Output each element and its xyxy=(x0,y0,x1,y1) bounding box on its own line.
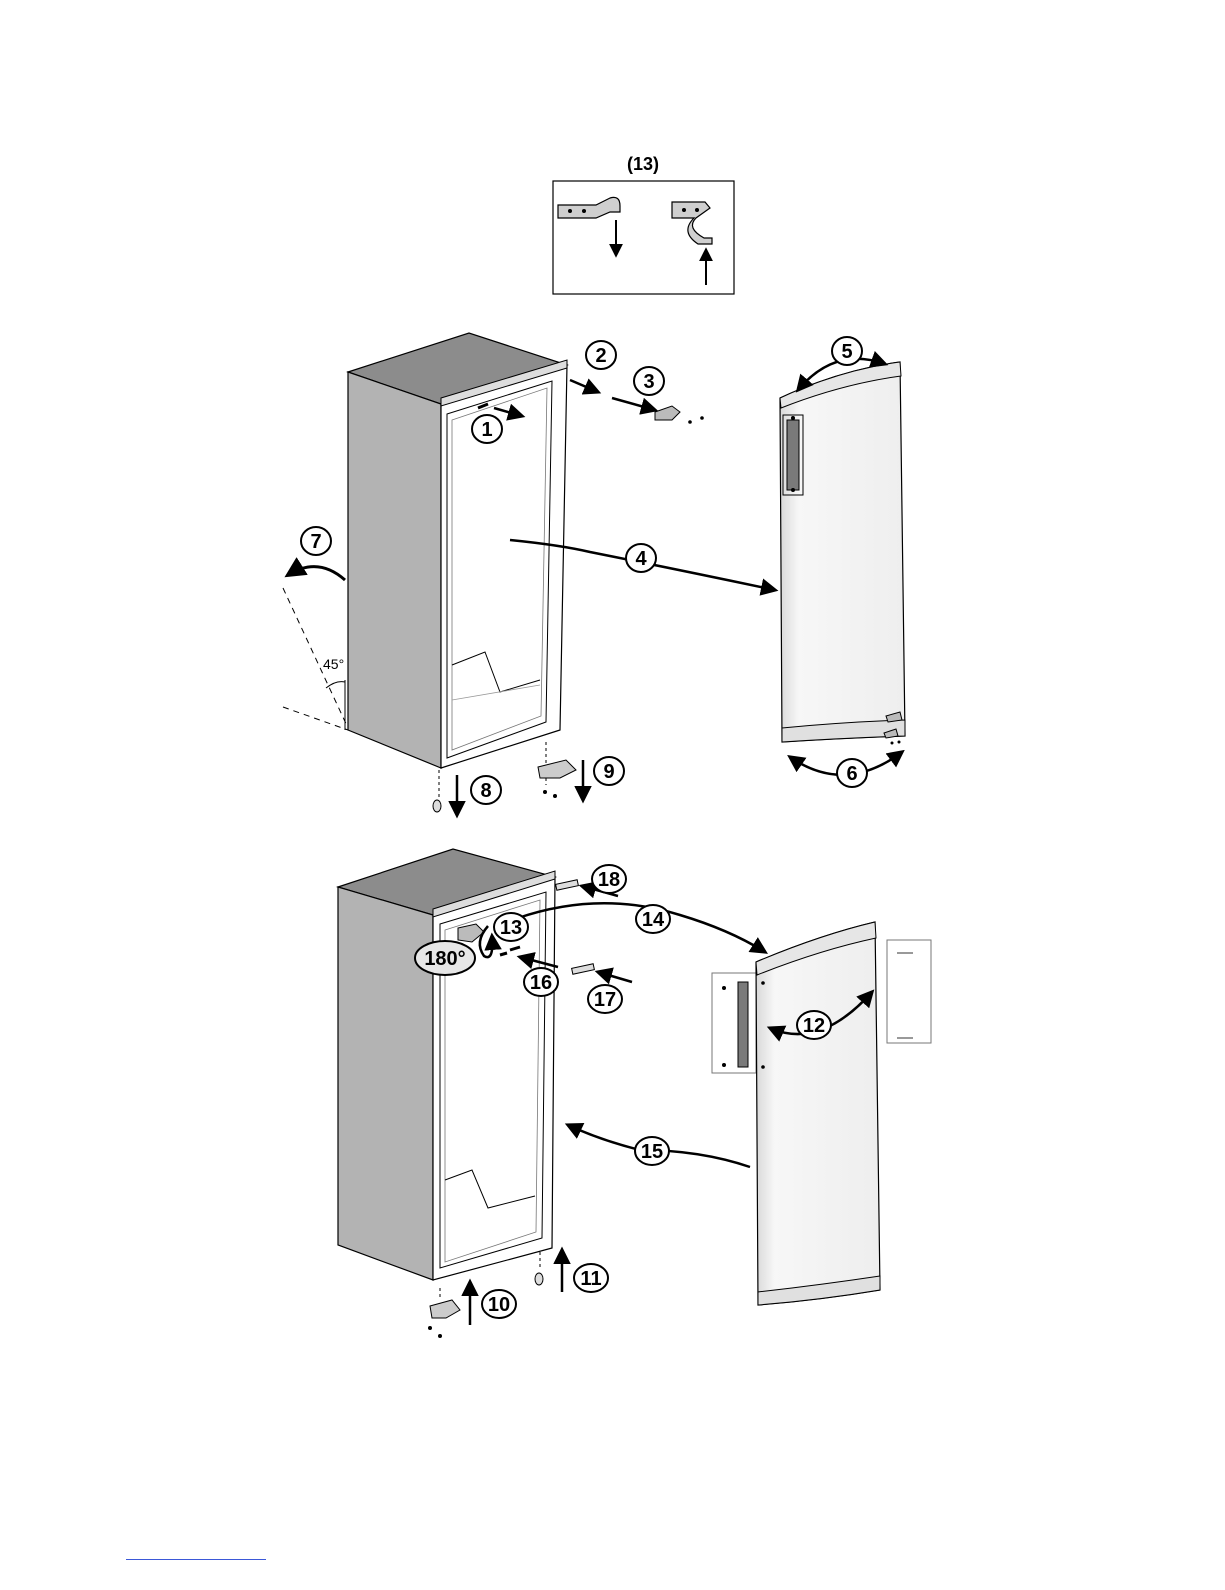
step-17-callout: 17 xyxy=(588,985,622,1013)
svg-text:5: 5 xyxy=(841,341,852,363)
door-front-view-2 xyxy=(756,922,880,1305)
svg-text:3: 3 xyxy=(643,371,654,393)
svg-text:14: 14 xyxy=(642,909,665,931)
front-foot-icon xyxy=(433,770,441,812)
svg-text:18: 18 xyxy=(598,869,620,891)
step-4-callout: 4 xyxy=(626,544,656,572)
handle-old-position xyxy=(712,973,756,1073)
svg-text:6: 6 xyxy=(846,763,857,785)
step-7-callout: 7 xyxy=(301,527,331,555)
svg-text:17: 17 xyxy=(594,989,616,1011)
door-front-view-1 xyxy=(780,362,905,745)
rotate-angle-callout: 180° xyxy=(415,941,475,975)
step-16-callout: 16 xyxy=(524,968,558,996)
hinge-cover-plug-1-icon xyxy=(556,880,579,890)
svg-text:1: 1 xyxy=(481,419,492,441)
step-12-callout: 12 xyxy=(797,1011,831,1039)
tilt-angle-label: 45° xyxy=(323,656,344,672)
svg-text:13: 13 xyxy=(500,917,522,939)
bottom-hinge-icon xyxy=(538,742,576,798)
footer-rule xyxy=(126,1559,266,1560)
step-15-callout: 15 xyxy=(635,1137,669,1165)
step-8-callout: 8 xyxy=(471,776,501,804)
svg-text:2: 2 xyxy=(595,345,606,367)
svg-text:12: 12 xyxy=(803,1015,825,1037)
front-foot-new-icon xyxy=(535,1252,543,1285)
bottom-hinge-new-icon xyxy=(428,1288,460,1338)
step-13-callout: 13 xyxy=(494,913,528,941)
inset-hinge-detail: (13) xyxy=(553,154,734,294)
inset-label: (13) xyxy=(627,154,659,174)
step-11-callout: 11 xyxy=(574,1264,608,1292)
hinge-cover-plug-2-icon xyxy=(572,964,595,974)
svg-text:4: 4 xyxy=(635,548,647,570)
step-2-callout: 2 xyxy=(586,341,616,369)
svg-text:11: 11 xyxy=(580,1268,601,1290)
cabinet-top-view-2 xyxy=(338,849,555,1280)
step-14-callout: 14 xyxy=(636,905,670,933)
svg-text:9: 9 xyxy=(603,761,614,783)
removal-panel: 45° xyxy=(283,333,905,815)
svg-text:16: 16 xyxy=(530,972,552,994)
step-10-callout: 10 xyxy=(482,1290,516,1318)
tilt-indicator: 45° xyxy=(283,567,348,730)
step-9-callout: 9 xyxy=(594,757,624,785)
step-6-callout: 6 xyxy=(837,759,867,787)
svg-text:15: 15 xyxy=(641,1141,663,1163)
cabinet-top-view-1 xyxy=(348,333,567,768)
handle-new-position xyxy=(887,940,931,1043)
svg-text:180°: 180° xyxy=(424,948,465,970)
svg-text:8: 8 xyxy=(480,780,491,802)
svg-text:10: 10 xyxy=(488,1294,510,1316)
step-5-callout: 5 xyxy=(832,337,862,365)
step-3-callout: 3 xyxy=(634,367,664,395)
step-18-callout: 18 xyxy=(592,865,626,893)
step-1-callout: 1 xyxy=(472,415,502,443)
top-hinge-icon xyxy=(655,406,704,424)
svg-text:7: 7 xyxy=(310,531,321,553)
reinstall-panel xyxy=(338,849,931,1338)
